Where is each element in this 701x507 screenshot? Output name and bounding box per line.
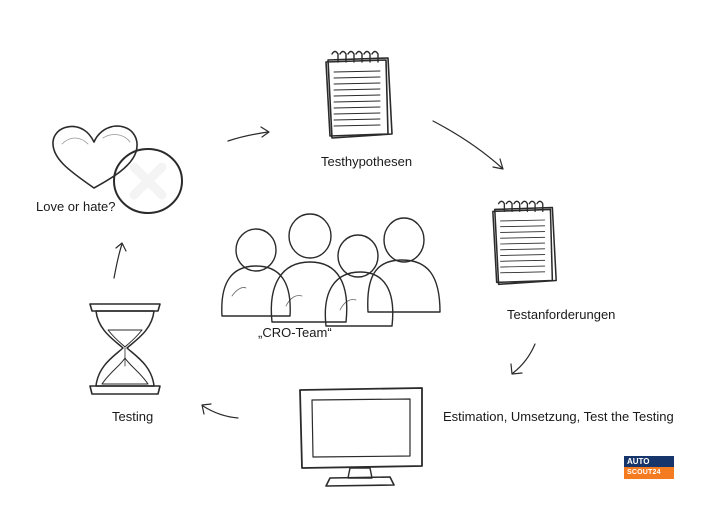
arrow-to-testhypothesen	[227, 126, 270, 142]
notepad-icon	[325, 50, 393, 139]
arrow-to-estimation	[510, 343, 536, 375]
team-people-icon	[221, 213, 441, 327]
autoscout24-logo: AUTO SCOUT24	[624, 456, 674, 479]
testing-label: Testing	[112, 409, 154, 424]
love-or-hate-label: Love or hate?	[36, 199, 116, 214]
testhypothesen-label: Testhypothesen	[321, 154, 413, 169]
testanforderungen-label: Testanforderungen	[507, 307, 616, 322]
logo-top: AUTO	[624, 456, 674, 467]
cross-circle-icon	[113, 148, 183, 214]
arrow-to-testing	[201, 403, 239, 419]
cro-team-label: „CRO-Team“	[258, 325, 332, 340]
arrow-to-love-or-hate	[113, 242, 127, 279]
hourglass-icon	[89, 303, 161, 395]
notepad-icon	[492, 200, 557, 286]
monitor-icon	[299, 387, 423, 487]
estimation-label: Estimation, Umsetzung, Test the Testing	[443, 409, 674, 424]
logo-bottom: SCOUT24	[624, 467, 674, 479]
arrow-to-testanforderungen	[432, 120, 504, 170]
